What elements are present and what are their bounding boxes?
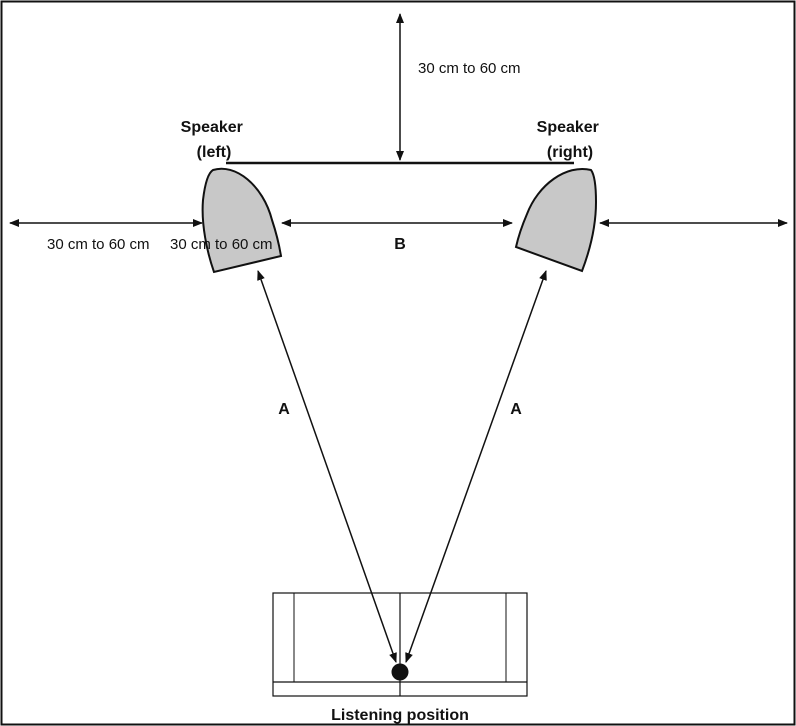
side-gap-right-label: 30 cm to 60 cm <box>170 236 273 253</box>
speaker-left-icon <box>201 167 283 274</box>
speaker-left-label: Speaker (left) <box>181 119 248 161</box>
top-gap-label: 30 cm to 60 cm <box>418 60 521 77</box>
listener-position-dot <box>391 663 409 681</box>
distance-b-label: B <box>394 236 406 253</box>
distance-a-right-label: A <box>510 401 522 418</box>
distance-a-left-arrow <box>257 270 397 663</box>
speaker-right-label: Speaker (right) <box>537 119 604 161</box>
distance-a-left-label: A <box>278 401 290 418</box>
listening-position-label: Listening position <box>331 707 469 724</box>
distance-a-right-arrow <box>405 270 547 663</box>
side-gap-left-label: 30 cm to 60 cm <box>47 236 150 253</box>
sofa-icon <box>272 592 528 697</box>
speaker-right-icon <box>514 167 598 273</box>
